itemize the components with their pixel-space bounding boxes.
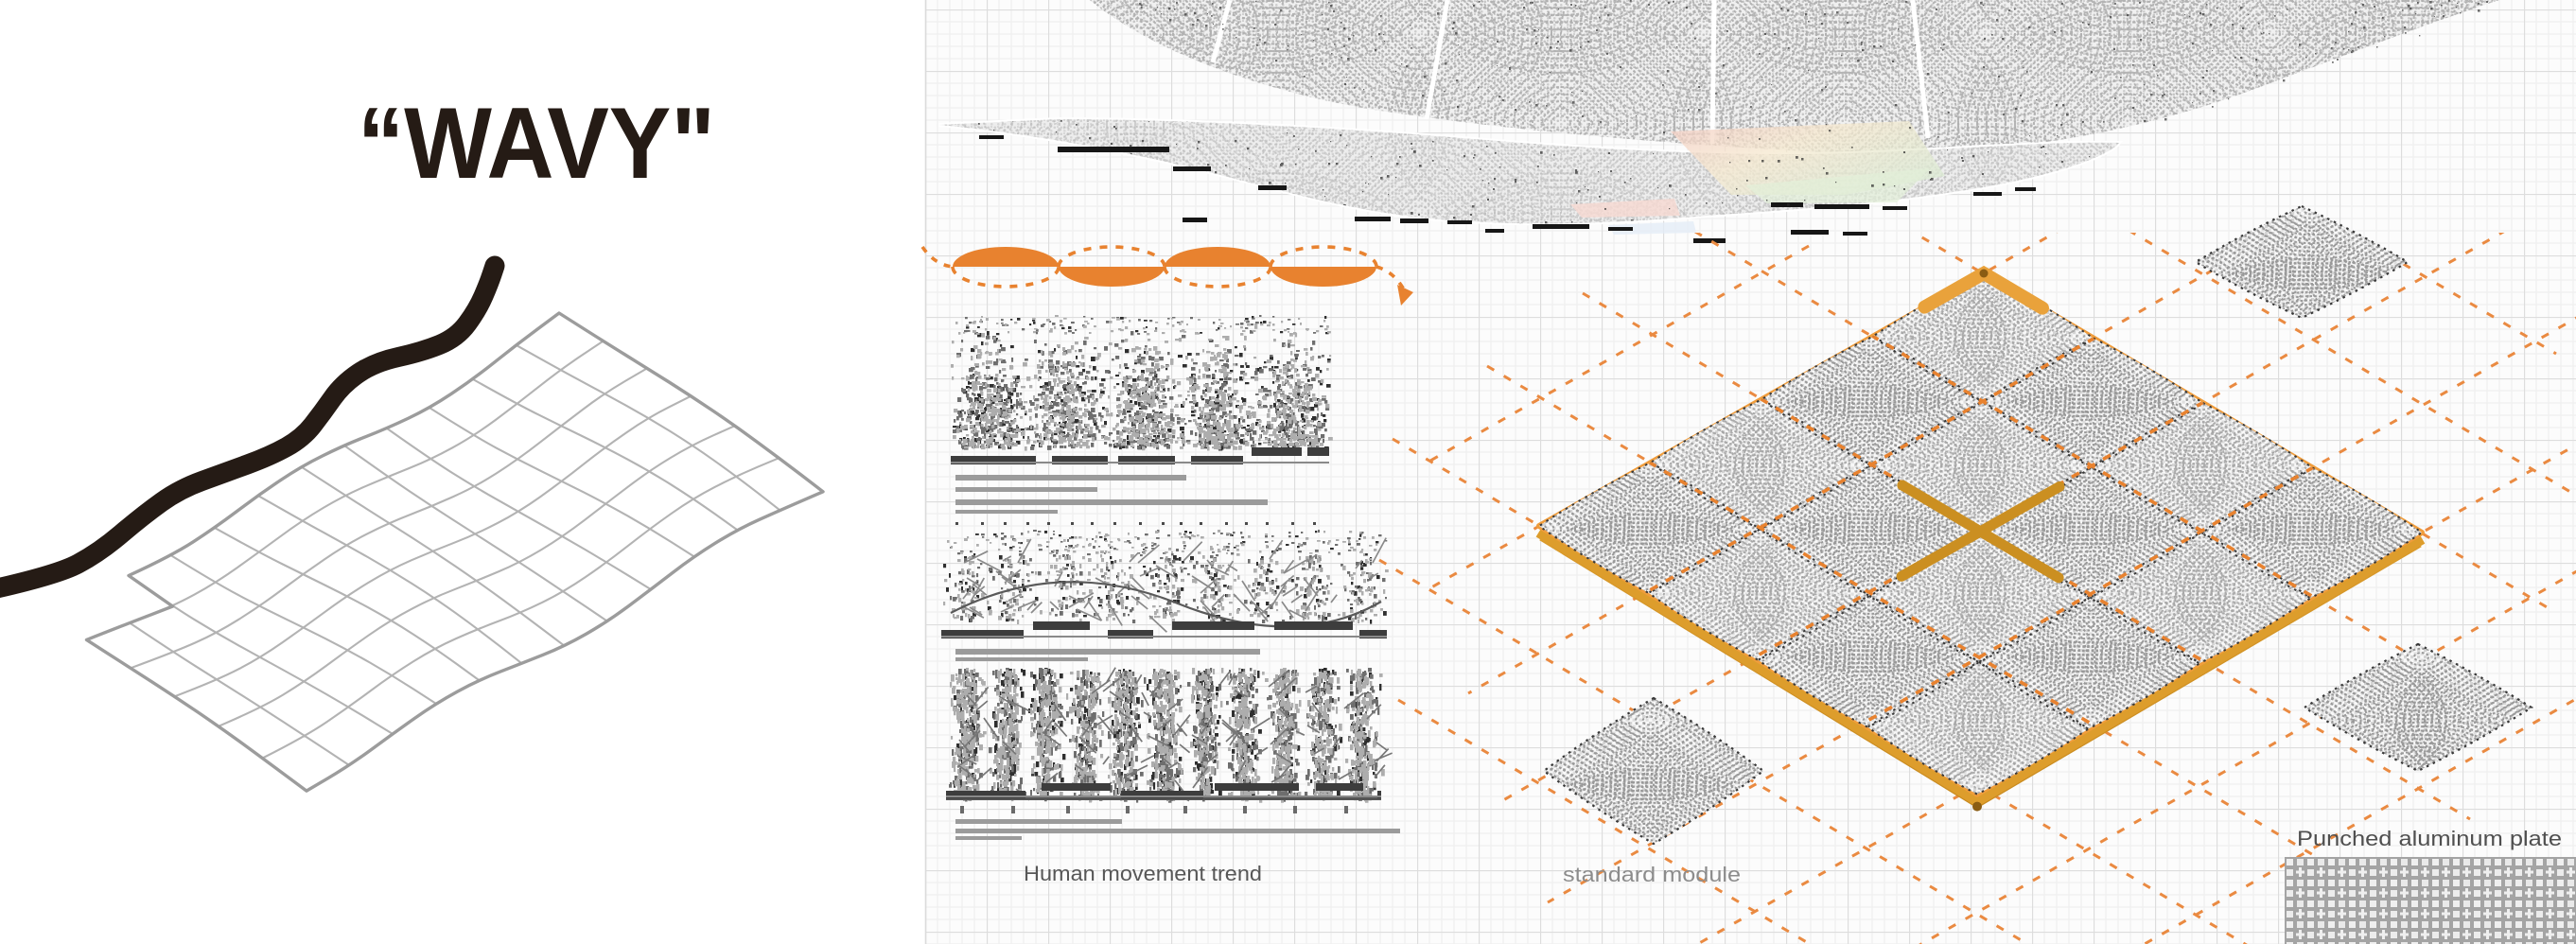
caption-human-movement: Human movement trend: [1024, 862, 1262, 885]
caption-standard-module: standard module: [1563, 863, 1741, 886]
motion-study-scans: [941, 315, 1400, 840]
caption-punched-plate: Punched aluminum plate: [2297, 827, 2562, 850]
wavy-ink-stroke: [0, 255, 505, 599]
orange-wave-arrow-motif: [920, 245, 1413, 306]
canopy-underside-halftone-render: [938, 0, 2499, 243]
detached-modules: [1542, 204, 2534, 846]
page-title: “WAVY": [358, 86, 715, 200]
wavy-mesh-wireframe: [84, 311, 825, 793]
module-assembly: [1535, 265, 2426, 812]
punched-aluminum-swatch: [2285, 857, 2576, 944]
